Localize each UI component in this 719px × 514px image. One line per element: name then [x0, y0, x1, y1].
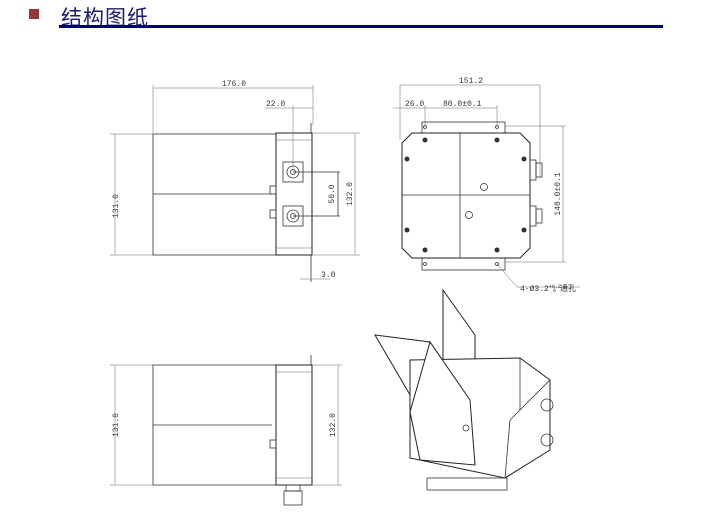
dim-spacing: 50.0 [328, 184, 337, 203]
front-view: 176.0 22.0 131.0 50.0 132.0 3.0 [110, 80, 360, 282]
isometric-view [374, 288, 554, 491]
dim-thickness: 3.0 [321, 271, 336, 280]
dim-panel-height: 132.0 [329, 413, 338, 437]
dim-width: 151.2 [459, 77, 483, 86]
dim-hole-spacing: 80.0±0.1 [443, 100, 482, 109]
dim-height: 148.0±0.1 [554, 172, 563, 215]
bottom-view: 131.0 132.0 [110, 355, 342, 506]
bullet-icon [29, 9, 39, 19]
dim-height: 131.0 [112, 194, 121, 218]
dim-edge: 26.0 [405, 100, 424, 109]
dim-width: 176.0 [222, 80, 246, 89]
dim-offset: 22.0 [266, 100, 285, 109]
dim-panel-height: 132.0 [346, 182, 355, 206]
title-underline [59, 25, 663, 28]
dim-height: 131.0 [112, 413, 121, 437]
right-view: 151.2 26.0 80.0±0.1 148.0±0.1 4-Ø3.2+0.2… [393, 77, 580, 294]
